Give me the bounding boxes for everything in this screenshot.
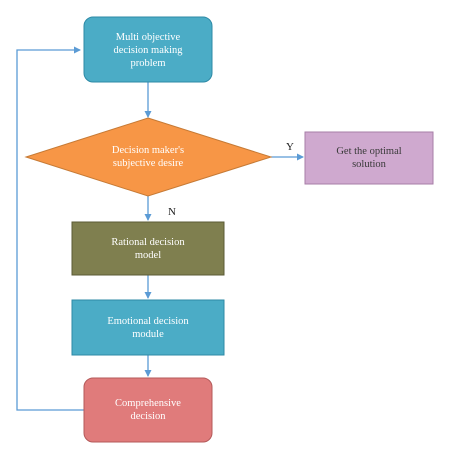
node-comprehensive-line-1: Comprehensive	[115, 398, 181, 409]
node-comprehensive: Comprehensive decision	[83, 377, 213, 443]
node-optimal-line-2: solution	[352, 159, 387, 170]
node-rational: Rational decision model	[71, 221, 225, 276]
node-problem-line-2: decision making	[113, 45, 183, 56]
node-optimal-line-1: Get the optimal	[336, 146, 401, 157]
edges: Y N	[16, 46, 304, 411]
node-desire-line-1: Decision maker's	[112, 145, 184, 156]
edge-label-no: N	[168, 206, 176, 218]
node-problem-line-3: problem	[131, 58, 166, 69]
node-optimal: Get the optimal solution	[304, 131, 434, 185]
edge-feedback-loop	[16, 46, 84, 411]
node-emotional-line-2: module	[132, 329, 164, 340]
node-comprehensive-line-2: decision	[131, 411, 167, 422]
edge-label-yes: Y	[286, 141, 294, 153]
node-emotional-line-1: Emotional decision	[107, 316, 189, 327]
node-emotional: Emotional decision module	[71, 299, 225, 356]
node-rational-line-2: model	[135, 250, 161, 261]
node-problem-line-1: Multi objective	[116, 32, 181, 43]
node-desire: Decision maker's subjective desire	[24, 117, 273, 197]
node-desire-line-2: subjective desire	[113, 158, 184, 169]
node-problem: Multi objective decision making problem	[83, 16, 213, 83]
node-rational-line-1: Rational decision	[111, 237, 185, 248]
